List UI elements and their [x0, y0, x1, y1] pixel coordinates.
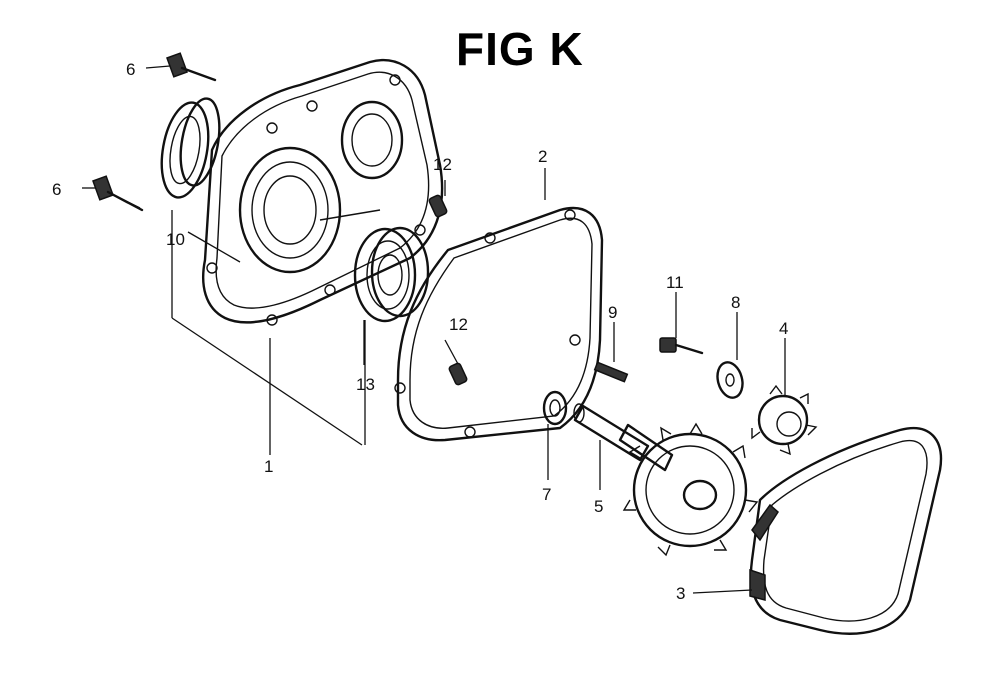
chain	[749, 427, 943, 635]
bolt-upper	[166, 52, 217, 82]
washer-small	[716, 361, 744, 399]
leader-lines	[82, 65, 786, 594]
callout-11: 11	[666, 273, 684, 292]
drive-sprocket	[751, 384, 818, 456]
callout-12-upper: 12	[433, 155, 452, 174]
bolt-lower	[92, 175, 144, 212]
case-cover	[202, 59, 444, 326]
shaft-sprocket	[573, 403, 759, 557]
figure-title: FIG K	[456, 23, 584, 75]
callout-8: 8	[731, 293, 740, 312]
callout-13: 13	[356, 375, 375, 394]
callout-9: 9	[608, 303, 617, 322]
bolt-small	[659, 337, 704, 355]
callout-3: 3	[676, 584, 685, 603]
key	[593, 361, 629, 383]
callout-12-lower: 12	[449, 315, 468, 334]
washer	[542, 390, 568, 426]
callout-4: 4	[779, 319, 788, 338]
callout-5: 5	[594, 497, 603, 516]
callout-10: 10	[166, 230, 185, 249]
dowel-pin-upper	[428, 194, 448, 218]
ball-bearing	[353, 226, 430, 323]
callout-7: 7	[542, 485, 551, 504]
callout-2: 2	[538, 147, 547, 166]
callout-6-upper: 6	[126, 60, 135, 79]
callout-6-lower: 6	[52, 180, 61, 199]
oil-seal	[160, 97, 221, 199]
gasket	[394, 206, 604, 442]
callout-1: 1	[264, 457, 273, 476]
dowel-pin-lower	[448, 362, 468, 386]
callout-labels: 6 6 10 12 2 12 13 1 11 8 9 4 7 5 3	[52, 60, 788, 603]
